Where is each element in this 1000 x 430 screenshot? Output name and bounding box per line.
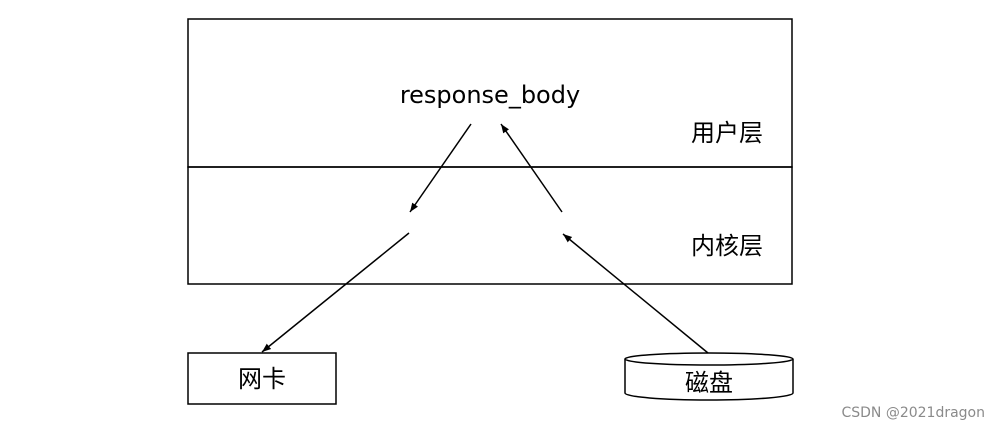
disk-cylinder: 磁盘 <box>624 352 794 401</box>
kernel-layer-label: 内核层 <box>691 232 763 260</box>
arrow-kernel-to-user <box>500 123 563 213</box>
arrow-kernel-to-nic <box>261 232 410 353</box>
kernel-layer-box <box>187 166 793 285</box>
nic-box <box>187 352 337 405</box>
arrow-disk-to-kernel <box>562 233 709 354</box>
disk-label: 磁盘 <box>685 369 733 397</box>
watermark: CSDN @2021dragon <box>841 405 985 421</box>
response-body-label: response_body <box>400 81 580 109</box>
nic-label: 网卡 <box>238 365 286 393</box>
user-layer-label: 用户层 <box>691 119 763 147</box>
arrow-user-to-kernel <box>409 123 472 213</box>
